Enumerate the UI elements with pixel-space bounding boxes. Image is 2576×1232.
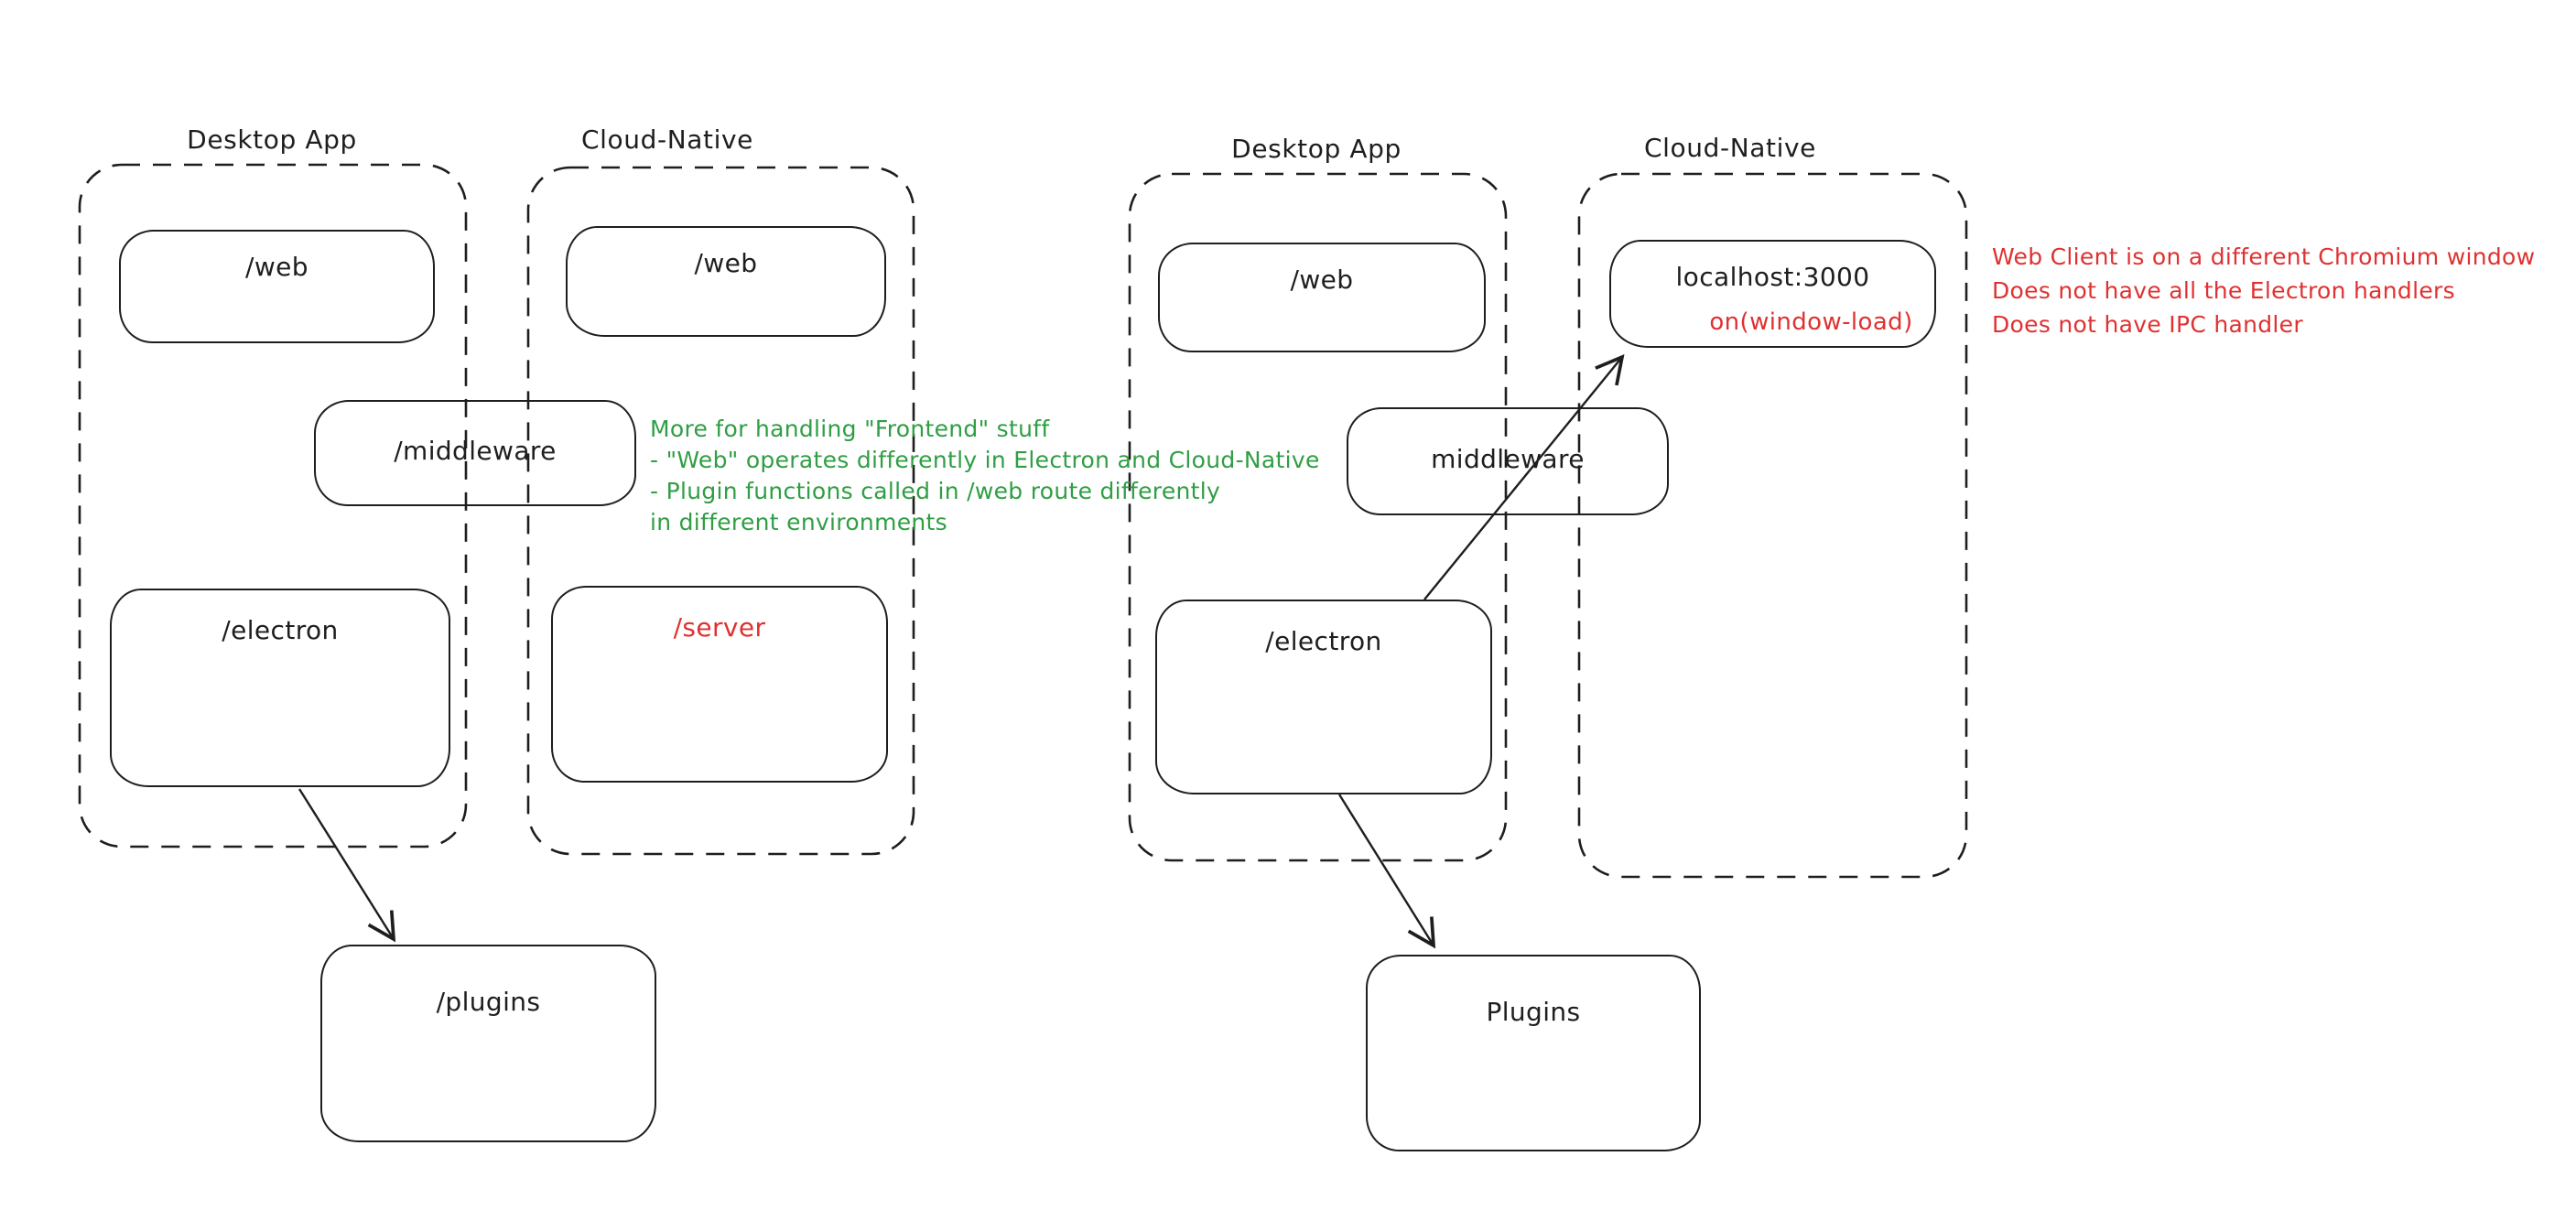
web-client-note-line: Web Client is on a different Chromium wi… bbox=[1992, 243, 2536, 270]
left-server-box: /server bbox=[551, 586, 888, 783]
left-web-cloud-box-label: /web bbox=[694, 248, 758, 278]
left-electron-box: /electron bbox=[110, 589, 450, 787]
right-web-box-label: /web bbox=[1290, 265, 1354, 295]
frontend-note: More for handling "Frontend" stuff - "We… bbox=[650, 414, 1320, 538]
right-middleware-box-label: middleware bbox=[1431, 443, 1585, 474]
arrow-electron-to-plugins-left bbox=[298, 788, 396, 943]
right-cloud-native-label: Cloud-Native bbox=[1644, 133, 1816, 163]
web-client-note: Web Client is on a different Chromium wi… bbox=[1992, 240, 2535, 341]
left-middleware-box-label: /middleware bbox=[394, 435, 557, 466]
web-client-note-line: Does not have all the Electron handlers bbox=[1992, 277, 2455, 304]
web-client-note-line: Does not have IPC handler bbox=[1992, 311, 2303, 338]
right-plugins-box: Plugins bbox=[1366, 955, 1701, 1151]
left-plugins-box-label: /plugins bbox=[436, 987, 541, 1017]
left-electron-box-label: /electron bbox=[222, 615, 339, 645]
arrow-electron-to-plugins-right bbox=[1337, 794, 1436, 949]
right-plugins-box-label: Plugins bbox=[1486, 997, 1581, 1027]
left-web-desktop-box: /web bbox=[119, 230, 435, 343]
left-plugins-box: /plugins bbox=[320, 945, 656, 1142]
right-localhost-box-label: localhost:3000 bbox=[1675, 262, 1870, 292]
right-desktop-app-label: Desktop App bbox=[1231, 134, 1402, 164]
left-server-box-label: /server bbox=[673, 612, 766, 643]
right-localhost-box: localhost:3000 on(window-load) bbox=[1609, 240, 1936, 348]
frontend-note-line: More for handling "Frontend" stuff bbox=[650, 416, 1050, 442]
right-middleware-box: middleware bbox=[1347, 407, 1669, 515]
frontend-note-line: - Plugin functions called in /web route … bbox=[650, 478, 1221, 504]
right-localhost-window-load-label: on(window-load) bbox=[1709, 308, 1913, 336]
left-cloud-native-label: Cloud-Native bbox=[581, 124, 753, 155]
left-middleware-box: /middleware bbox=[314, 400, 636, 506]
frontend-note-line: - "Web" operates differently in Electron… bbox=[650, 447, 1320, 473]
right-electron-box: /electron bbox=[1155, 600, 1492, 794]
left-cloud-native-container bbox=[526, 166, 915, 856]
left-web-desktop-box-label: /web bbox=[245, 252, 308, 282]
left-desktop-app-label: Desktop App bbox=[187, 124, 357, 155]
arrow-electron-to-localhost bbox=[1423, 353, 1625, 600]
left-web-cloud-box: /web bbox=[566, 226, 886, 337]
frontend-note-line: in different environments bbox=[650, 509, 947, 535]
right-desktop-app-container bbox=[1128, 172, 1508, 862]
right-electron-box-label: /electron bbox=[1265, 626, 1382, 656]
right-web-box: /web bbox=[1158, 243, 1486, 352]
